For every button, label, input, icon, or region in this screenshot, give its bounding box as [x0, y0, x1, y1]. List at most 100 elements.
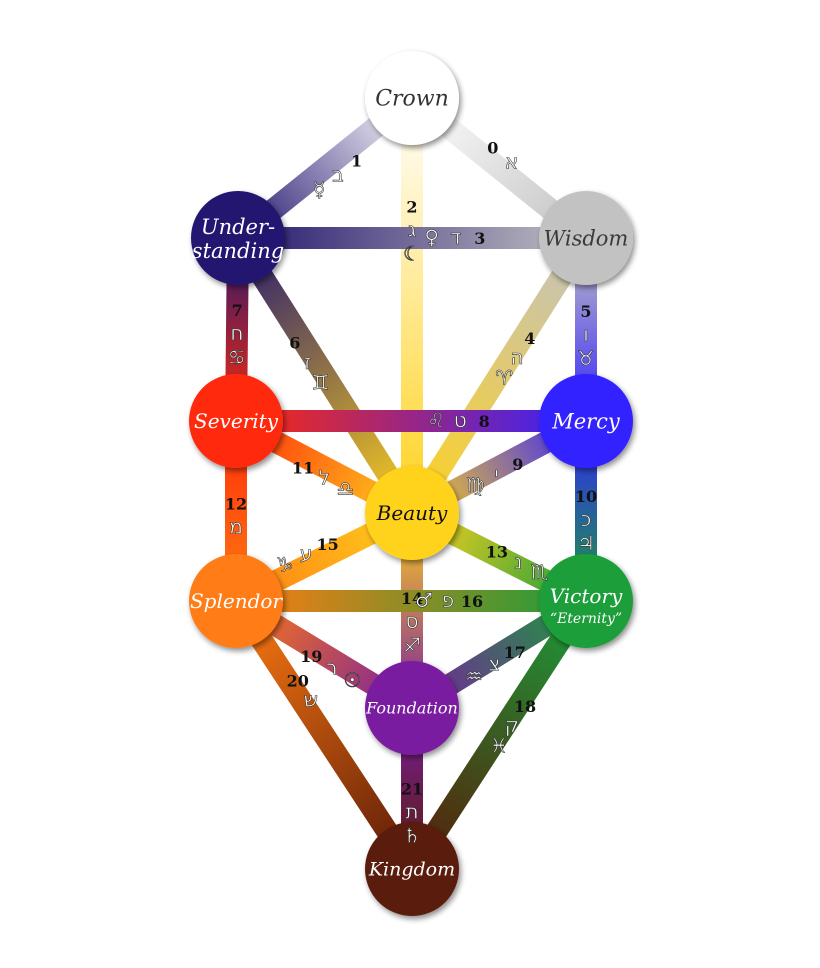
path-20-number: 20	[287, 671, 309, 690]
path-11-symbol: ♎	[337, 477, 355, 501]
path-18-number: 18	[514, 697, 536, 716]
path-1-number: 1	[351, 152, 362, 171]
path-1-symbol: ☿	[313, 178, 325, 202]
path-6-hebrew-letter: ז	[304, 350, 311, 374]
path-15-number: 15	[317, 535, 339, 554]
sephirah-foundation-label: Foundation	[365, 699, 458, 718]
sephirah-victory: Victory “Eternity”	[539, 554, 633, 648]
path-16-number: 16	[461, 592, 483, 611]
path-7-hebrew-letter: ח	[230, 321, 243, 345]
path-17-number: 17	[504, 643, 526, 662]
path-19-number: 19	[300, 647, 322, 666]
path-6-number: 6	[289, 334, 300, 353]
sephirah-victory-circle	[539, 554, 633, 648]
sephirah-kingdom: Kingdom	[365, 822, 459, 916]
path-17-symbol: ♒	[465, 664, 483, 688]
sephirah-splendor: Splendor	[189, 554, 283, 648]
path-1-hebrew-letter: ב	[332, 163, 344, 187]
sephirah-wisdom-label: Wisdom	[544, 226, 629, 250]
path-8-number: 8	[479, 412, 490, 431]
sephirah-victory-label-line-2: “Eternity”	[550, 611, 622, 627]
sephirah-beauty-circle	[365, 466, 459, 560]
path-13-hebrew-letter: נ	[514, 549, 522, 573]
path-2-number: 2	[406, 198, 417, 217]
sephirah-wisdom-circle	[539, 191, 633, 285]
sephirah-foundation-circle	[365, 661, 459, 755]
sephirah-crown-label: Crown	[375, 87, 449, 112]
path-3-number: 3	[474, 229, 485, 248]
path-21-number: 21	[401, 780, 423, 799]
sephirah-kingdom-circle	[365, 822, 459, 916]
sephirah-understanding-label-line-2: standing	[192, 239, 284, 263]
path-2-hebrew-letter: ג	[408, 218, 416, 242]
path-8-symbol: ♌	[427, 408, 445, 432]
path-11-hebrew-letter: ל	[319, 465, 330, 489]
path-13-number: 13	[486, 542, 508, 561]
path-21-symbol: ♄	[403, 824, 421, 848]
path-18-bar	[402, 595, 596, 875]
path-4-number: 4	[524, 329, 535, 348]
sephirah-understanding-circle	[191, 191, 285, 285]
path-6-bar	[228, 232, 422, 519]
path-19-symbol: ☉	[343, 668, 361, 692]
path-0-hebrew-letter: א	[505, 150, 518, 174]
sephirah-victory-label-line-1: Victory	[550, 584, 623, 608]
path-9-symbol: ♍	[466, 473, 484, 497]
path-12-number: 12	[225, 495, 247, 514]
sephirah-understanding: Under-standing	[191, 191, 285, 285]
sephirah-mercy-label: Mercy	[551, 409, 621, 433]
path-12-hebrew-letter: מ	[229, 515, 243, 539]
path-8-hebrew-letter: ט	[454, 408, 467, 432]
path-9-hebrew-letter: י	[494, 462, 498, 486]
sephirah-foundation: Foundation	[365, 661, 459, 755]
sephirah-understanding-label-line-1: Under-	[201, 215, 275, 239]
sephirah-crown: Crown	[365, 51, 459, 145]
path-7-symbol: ♋	[228, 345, 246, 369]
path-3-hebrew-letter: ד	[450, 225, 461, 249]
sephirah-crown-circle	[365, 51, 459, 145]
sephirah-severity-label: Severity	[194, 409, 279, 433]
path-15-hebrew-letter: ע	[300, 542, 313, 566]
path-20-bar	[226, 594, 422, 876]
path-3-symbol: ♀	[424, 225, 439, 249]
path-4-bar	[402, 232, 596, 519]
path-14-symbol: ♐	[403, 633, 421, 657]
path-18-hebrew-letter: ק	[505, 713, 519, 737]
sephirah-kingdom-label: Kingdom	[368, 859, 455, 881]
path-4-hebrew-letter: ה	[511, 345, 524, 369]
sephirah-severity: Severity	[189, 374, 283, 468]
path-19-hebrew-letter: ר	[326, 656, 337, 680]
sephirah-severity-circle	[189, 374, 283, 468]
path-21-hebrew-letter: ת	[405, 800, 418, 824]
path-5-number: 5	[580, 302, 591, 321]
path-9-number: 9	[512, 455, 523, 474]
sephirah-mercy-circle	[539, 374, 633, 468]
sephirah-wisdom: Wisdom	[539, 191, 633, 285]
sephirah-splendor-label: Splendor	[190, 589, 283, 613]
path-7-number: 7	[232, 301, 243, 320]
path-4-symbol: ♈	[495, 365, 513, 389]
path-10-hebrew-letter: כ	[581, 507, 592, 531]
path-13-symbol: ♏	[531, 560, 549, 584]
path-5-hebrew-letter: ו	[583, 322, 588, 346]
path-6-symbol: ♊	[311, 370, 329, 394]
sephirah-beauty: Beauty	[365, 466, 459, 560]
path-14-number: 14	[401, 589, 423, 608]
path-16-hebrew-letter: פ	[442, 588, 455, 612]
path-11-number: 11	[292, 458, 314, 477]
path-18-symbol: ♓	[490, 733, 508, 757]
path-16-symbol: ♂	[415, 588, 433, 612]
sephirah-mercy: Mercy	[539, 374, 633, 468]
path-20-hebrew-letter: ש	[304, 687, 318, 711]
path-17-hebrew-letter: צ	[488, 651, 500, 675]
path-15-symbol: ♑	[276, 552, 294, 576]
sephirah-splendor-circle	[189, 554, 283, 648]
path-10-number: 10	[575, 487, 597, 506]
path-2-symbol: ☾	[403, 242, 421, 266]
path-0-number: 0	[487, 139, 498, 158]
path-5-symbol: ♉	[577, 346, 595, 370]
